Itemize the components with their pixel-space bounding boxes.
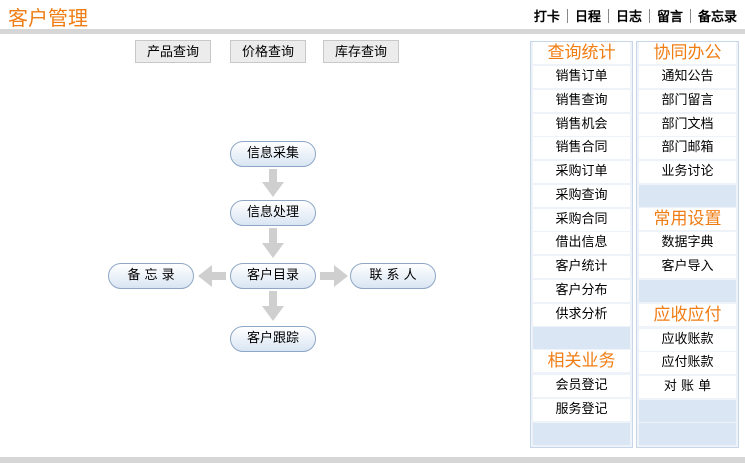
divider — [648, 8, 650, 23]
page-title: 客户管理 — [8, 6, 88, 30]
menu-item[interactable]: 会员登记 — [533, 375, 630, 397]
menu-item[interactable]: 数据字典 — [639, 232, 736, 254]
stock-query-button[interactable]: 库存查询 — [323, 40, 399, 63]
menu-panel-right: 协同办公 通知公告 部门留言 部门文档 部门邮箱 业务讨论 常用设置 数据字典 … — [636, 41, 739, 448]
menu-item[interactable]: 部门邮箱 — [639, 137, 736, 159]
menu-item[interactable]: 应付账款 — [639, 352, 736, 374]
arrow-right-icon — [320, 265, 348, 287]
section-title-collaboration: 协同办公 — [639, 42, 736, 64]
menu-item[interactable]: 应收账款 — [639, 329, 736, 351]
top-links: 打卡 日程 日志 留言 备忘录 — [534, 6, 737, 25]
menu-item[interactable]: 部门文档 — [639, 114, 736, 136]
menu-spacer — [639, 185, 736, 207]
product-query-button[interactable]: 产品查询 — [135, 40, 211, 63]
footer-divider — [0, 457, 745, 463]
menu-item[interactable]: 借出信息 — [533, 232, 630, 254]
menu-item[interactable]: 销售机会 — [533, 114, 630, 136]
menu-item[interactable]: 通知公告 — [639, 66, 736, 88]
top-link-log[interactable]: 日志 — [615, 10, 642, 25]
flow-process-button[interactable]: 信息处理 — [230, 200, 316, 226]
menu-item[interactable]: 销售订单 — [533, 66, 630, 88]
menu-item[interactable]: 客户分布 — [533, 280, 630, 302]
section-title-related-business: 相关业务 — [533, 350, 630, 372]
menu-spacer — [639, 280, 736, 302]
menu-item[interactable]: 采购订单 — [533, 161, 630, 183]
menu-item[interactable]: 业务讨论 — [639, 161, 736, 183]
top-link-message[interactable]: 留言 — [656, 10, 683, 25]
flow-collect-button[interactable]: 信息采集 — [230, 141, 316, 167]
flow-track-button[interactable]: 客户跟踪 — [230, 326, 316, 352]
divider — [689, 8, 691, 23]
arrow-down-icon — [262, 169, 284, 197]
menu-item[interactable]: 销售查询 — [533, 90, 630, 112]
top-link-schedule[interactable]: 日程 — [574, 10, 601, 25]
menu-spacer — [639, 423, 736, 445]
menu-item[interactable]: 采购合同 — [533, 209, 630, 231]
divider — [607, 8, 609, 23]
menu-spacer — [639, 400, 736, 422]
arrow-down-icon — [262, 228, 284, 258]
menu-item[interactable]: 客户导入 — [639, 256, 736, 278]
header-divider — [0, 29, 745, 34]
flow-contacts-button[interactable]: 联 系 人 — [350, 263, 436, 289]
section-title-query-stats: 查询统计 — [533, 42, 630, 64]
flow-memo-button[interactable]: 备 忘 录 — [108, 263, 194, 289]
section-title-receivables-payables: 应收应付 — [639, 304, 736, 326]
divider — [566, 8, 568, 23]
menu-panel-left: 查询统计 销售订单 销售查询 销售机会 销售合同 采购订单 采购查询 采购合同 … — [530, 41, 633, 448]
menu-item[interactable]: 采购查询 — [533, 185, 630, 207]
arrow-left-icon — [198, 265, 226, 287]
section-title-common-settings: 常用设置 — [639, 208, 736, 230]
menu-item[interactable]: 客户统计 — [533, 256, 630, 278]
menu-spacer — [533, 423, 630, 445]
menu-item[interactable]: 销售合同 — [533, 137, 630, 159]
menu-spacer — [533, 327, 630, 349]
menu-item[interactable]: 供求分析 — [533, 304, 630, 326]
menu-item[interactable]: 部门留言 — [639, 90, 736, 112]
price-query-button[interactable]: 价格查询 — [230, 40, 306, 63]
top-link-memo[interactable]: 备忘录 — [697, 10, 737, 25]
arrow-down-icon — [262, 291, 284, 321]
menu-item[interactable]: 对 账 单 — [639, 376, 736, 398]
top-link-clock-in[interactable]: 打卡 — [533, 10, 560, 25]
flow-catalog-button[interactable]: 客户目录 — [230, 263, 316, 289]
menu-item[interactable]: 服务登记 — [533, 399, 630, 421]
